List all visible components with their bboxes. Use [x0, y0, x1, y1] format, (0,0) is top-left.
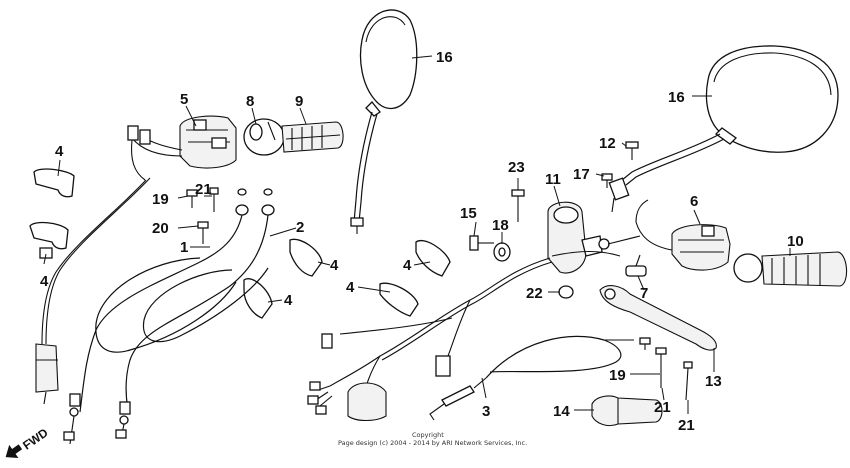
callout-11: 11	[545, 171, 561, 188]
brake-lever	[599, 285, 717, 351]
switch-7	[625, 254, 647, 277]
callout-5: 5	[180, 91, 188, 108]
callout-9: 9	[295, 93, 303, 110]
callout-21-right-a: 21	[654, 399, 671, 416]
callout-15: 15	[460, 205, 477, 222]
callout-21-left: 21	[195, 181, 212, 198]
copyright-line-2: Page design (c) 2004 - 2014 by ARI Netwo…	[338, 439, 527, 447]
right-switch-housing	[635, 199, 731, 271]
callout-22: 22	[526, 285, 543, 302]
callout-8: 8	[246, 93, 254, 110]
handlebar-holder	[547, 201, 641, 274]
callout-12: 12	[599, 135, 616, 152]
throttle-grip-sleeve	[243, 118, 285, 156]
left-mirror	[350, 9, 418, 234]
callout-3: 3	[482, 403, 490, 420]
callout-7: 7	[640, 285, 648, 302]
small-bolts	[186, 141, 693, 401]
callout-17: 17	[573, 166, 590, 183]
copyright-line-1: Copyright	[412, 431, 444, 439]
callout-2: 2	[296, 219, 304, 236]
left-grip	[281, 121, 344, 153]
callout-23: 23	[508, 159, 525, 176]
callout-16-right: 16	[668, 89, 685, 106]
right-mirror	[608, 45, 839, 213]
callout-20: 20	[152, 220, 169, 237]
callout-10: 10	[787, 233, 804, 250]
right-grip	[733, 251, 848, 287]
boot-14	[591, 395, 663, 427]
callout-4-center-a: 4	[403, 257, 412, 274]
fwd-label: FWD	[20, 425, 51, 452]
callout-19-left: 19	[152, 191, 169, 208]
callout-16-left: 16	[436, 49, 453, 66]
fwd-arrow-icon	[5, 444, 23, 458]
callout-4-mid-b: 4	[284, 292, 293, 309]
callout-21-right-b: 21	[678, 417, 695, 434]
fwd-indicator: FWD	[5, 425, 51, 458]
callout-4-top-left: 4	[55, 143, 64, 160]
callout-14: 14	[553, 403, 570, 420]
callout-6: 6	[690, 193, 698, 210]
callout-19-right: 19	[609, 367, 626, 384]
callout-labels: 16 16 5 8 9 4 4 19 21 20 1 2 4 4 4 4 12 …	[40, 49, 804, 434]
callout-18: 18	[492, 217, 509, 234]
leader-lines	[43, 55, 791, 414]
callout-4-mid-a: 4	[330, 257, 339, 274]
callout-4-left: 4	[40, 273, 49, 290]
clamps	[29, 168, 451, 319]
callout-1: 1	[180, 239, 188, 256]
cables	[35, 177, 634, 445]
left-switch-housing	[127, 115, 237, 181]
callout-13: 13	[705, 373, 722, 390]
callout-4-center-b: 4	[346, 279, 355, 296]
